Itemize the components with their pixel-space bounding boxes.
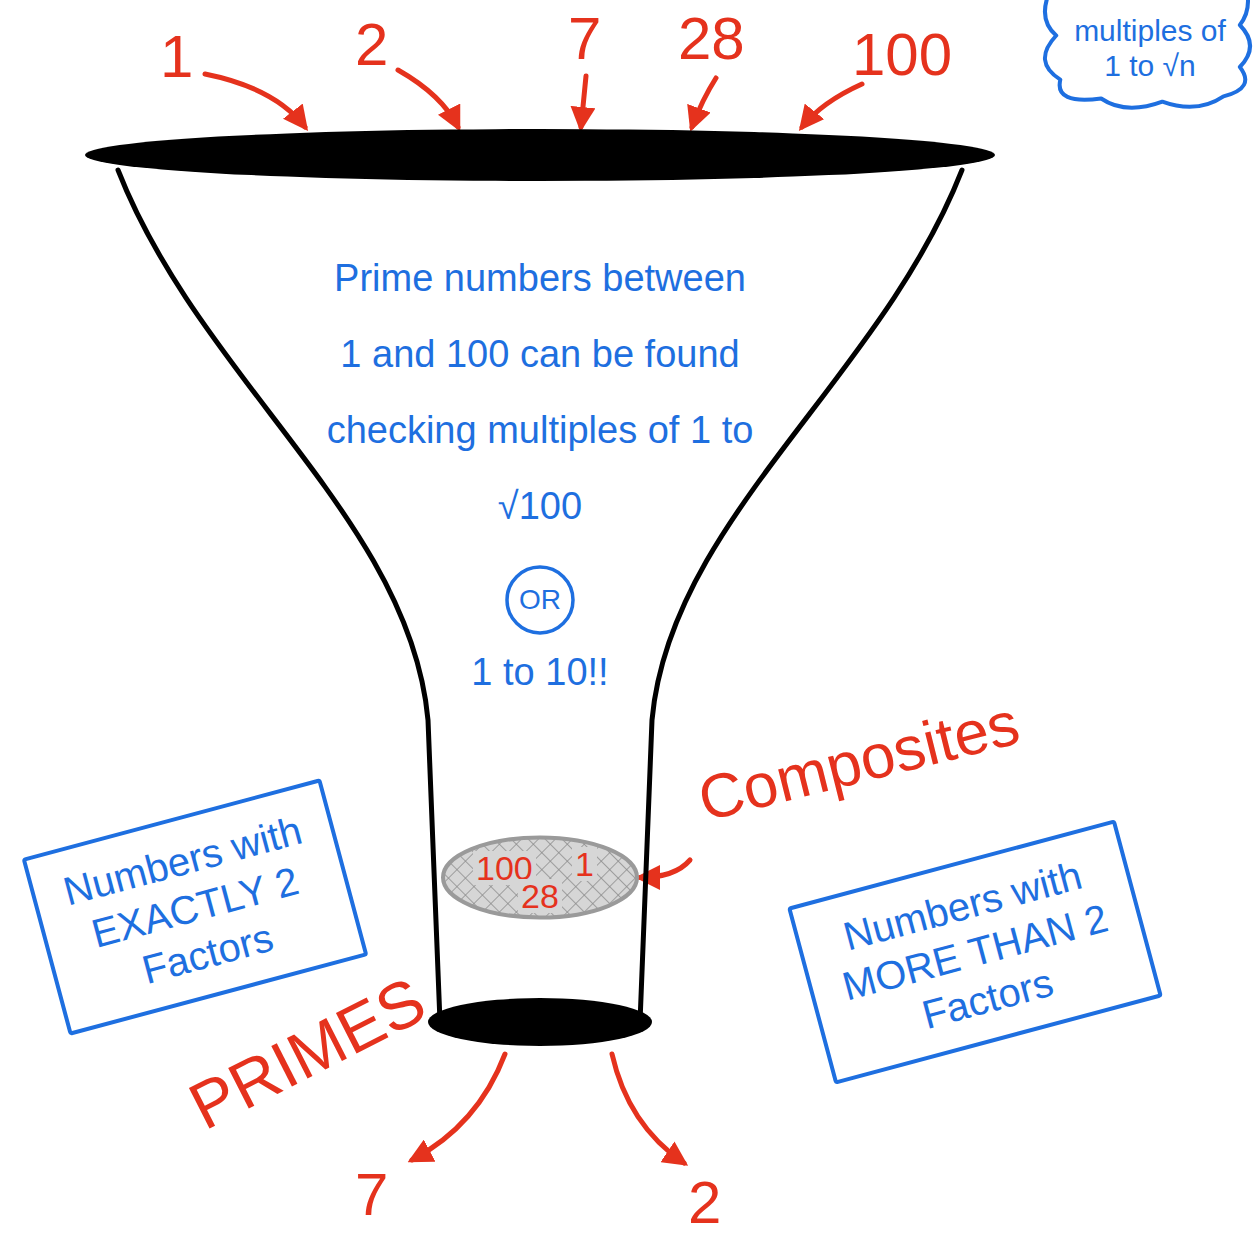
sieve: 100281 — [440, 835, 640, 920]
input-arrow — [581, 76, 586, 127]
label-holder: 100 — [852, 20, 952, 89]
input-arrow — [205, 74, 305, 127]
label-holder: 2 — [688, 1168, 721, 1237]
input-arrow — [802, 84, 862, 127]
label-holder: 1 — [160, 22, 193, 91]
funnel-spout — [428, 998, 652, 1046]
definition-text: Numbers with EXACTLY 2 Factors — [48, 803, 342, 1011]
input-arrow — [692, 78, 716, 127]
input-number: 100 — [852, 20, 952, 89]
label-holder: 7 — [568, 4, 601, 73]
output-arrow — [412, 1054, 505, 1160]
definition-box: Numbers with EXACTLY 2 Factors — [21, 778, 368, 1036]
sieve-rim — [443, 838, 637, 918]
circle-line — [507, 567, 573, 633]
text-holder: 1 to 10!! — [390, 650, 690, 696]
input-arrow — [398, 70, 458, 127]
output-number: 7 — [355, 1160, 388, 1229]
circled-word: OR — [519, 586, 561, 614]
text-holder: 28 — [518, 879, 562, 913]
cloud-note: multiples of 1 to √n — [1070, 14, 1230, 83]
caught-number: 28 — [518, 879, 562, 913]
label-holder: 2 — [355, 10, 388, 79]
definition-text: Numbers with MORE THAN 2 Factors — [813, 844, 1136, 1060]
input-number: 7 — [568, 4, 601, 73]
input-number: 28 — [678, 4, 745, 73]
text-holder: Composites — [693, 692, 1026, 831]
funnel-text: Prime numbers between 1 and 100 can be f… — [325, 240, 755, 544]
composites-group: CompositesNumbers with MORE THAN 2 Facto… — [690, 660, 1220, 1080]
funnel-rim — [85, 129, 995, 181]
definition-box: Numbers with MORE THAN 2 Factors — [787, 819, 1163, 1085]
cloud-line — [1045, 0, 1250, 108]
or-circle: OR — [504, 564, 576, 636]
caught-number: 1 — [572, 847, 597, 881]
label-holder: 28 — [678, 4, 745, 73]
note-cloud: multiples of 1 to √n — [1044, 4, 1248, 109]
text-holder: Prime numbers between 1 and 100 can be f… — [325, 240, 755, 544]
output-arrow — [612, 1054, 684, 1163]
input-number: 2 — [355, 10, 388, 79]
output-number: 2 — [688, 1168, 721, 1237]
text-holder: 1 — [572, 847, 597, 881]
funnel-text: 1 to 10!! — [390, 650, 690, 696]
group-heading: Composites — [693, 692, 1026, 831]
text-holder: multiples of 1 to √n — [1070, 14, 1230, 83]
text-holder: OR — [504, 564, 576, 636]
input-number: 1 — [160, 22, 193, 91]
label-holder: 7 — [355, 1160, 388, 1229]
